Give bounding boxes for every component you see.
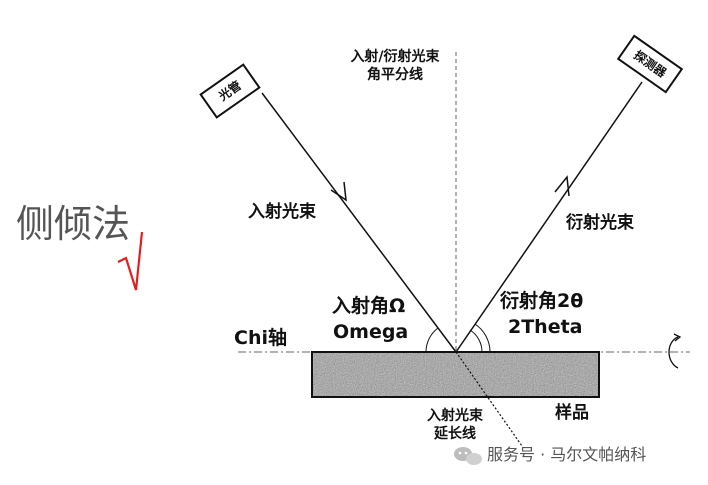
sample-label: 样品 <box>555 402 589 423</box>
incident-extension-line <box>455 351 523 447</box>
diffracted-beam-arrow <box>554 175 570 197</box>
rotation-arrow <box>673 333 682 342</box>
omega-arc <box>425 327 439 353</box>
tube-box <box>199 63 261 119</box>
sample-block <box>311 351 600 398</box>
bisector-label-line2: 角平分线 <box>367 66 423 83</box>
check-mark-icon <box>117 231 144 291</box>
incident-beam-label: 入射光束 <box>248 201 316 222</box>
watermark-text: 服务号 · 马尔文帕纳科 <box>487 445 646 464</box>
chi-axis-label: Chi轴 <box>234 326 287 349</box>
watermark-logo-icon <box>454 447 482 465</box>
two-theta-arc-inner <box>469 329 483 353</box>
detector-box <box>616 34 684 94</box>
extension-label-line1: 入射光束 <box>427 407 484 424</box>
incident-angle-en-label: Omega <box>333 321 408 343</box>
extension-label-line2: 延长线 <box>433 425 476 442</box>
diffraction-angle-label: 衍射角2θ <box>499 289 583 312</box>
method-title: 侧倾法 <box>16 202 130 246</box>
bisector-label-line1: 入射/衍射光束 <box>350 48 440 65</box>
diffraction-angle-en-label: 2Theta <box>508 316 583 338</box>
incident-angle-label: 入射角Ω <box>332 294 405 317</box>
diffracted-beam-label: 衍射光束 <box>566 212 634 233</box>
two-theta-arc-outer <box>474 323 491 353</box>
diffracted-beam-line <box>455 81 643 353</box>
incident-beam-arrow <box>330 181 347 202</box>
incident-beam-line <box>261 92 457 353</box>
rotation-icon <box>668 336 679 369</box>
